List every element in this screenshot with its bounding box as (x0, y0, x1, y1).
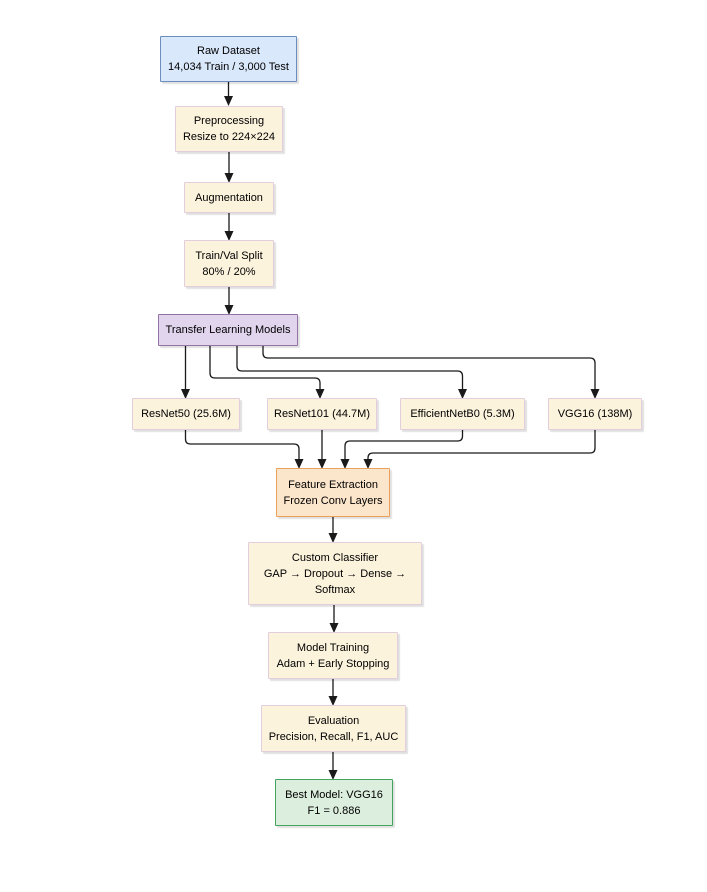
node-title: Raw Dataset (197, 45, 260, 57)
edge-tlm-to-efficientnetb0 (236, 346, 464, 390)
arrowhead (224, 96, 233, 106)
node-preprocessing: Preprocessing Resize to 224×224 (175, 106, 283, 152)
node-title: VGG16 (138M) (557, 408, 633, 420)
edge-tlm-to-resnet101 (209, 346, 321, 390)
node-model-training: Model Training Adam + Early Stopping (268, 632, 398, 679)
node-train-val-split: Train/Val Split 80% / 20% (184, 240, 274, 287)
node-transfer-learning-models: Transfer Learning Models (158, 314, 298, 346)
node-subtitle: 80% / 20% (202, 265, 256, 278)
node-title: Custom Classifier (291, 551, 379, 564)
node-title: Preprocessing (193, 115, 265, 127)
node-subtitle: 14,034 Train / 3,000 Test (168, 61, 289, 73)
node-evaluation: Evaluation Precision, Recall, F1, AUC (261, 705, 406, 752)
node-resnet50: ResNet50 (25.6M) (132, 398, 240, 430)
node-title: Train/Val Split (195, 249, 263, 262)
node-subtitle: Precision, Recall, F1, AUC (268, 730, 399, 743)
node-title: Transfer Learning Models (165, 324, 291, 336)
edge-vgg16-to-fe (367, 430, 596, 460)
node-efficientnetb0: EfficientNetB0 (5.3M) (400, 398, 525, 430)
node-title: ResNet101 (44.7M) (274, 408, 370, 420)
node-subtitle: Resize to 224×224 (182, 131, 276, 143)
edge-tlm-to-vgg16 (262, 346, 596, 390)
node-title: Best Model: VGG16 (285, 788, 383, 801)
node-subtitle: GAP → Dropout → Dense → Softmax (263, 567, 407, 596)
node-feature-extraction: Feature Extraction Frozen Conv Layers (276, 468, 390, 517)
edge-efficientnetb0-to-fe (344, 430, 464, 460)
node-title: Evaluation (307, 714, 360, 727)
node-custom-classifier: Custom Classifier GAP → Dropout → Dense … (248, 542, 422, 605)
node-best-model: Best Model: VGG16 F1 = 0.886 (275, 779, 393, 826)
node-subtitle: Frozen Conv Layers (283, 494, 383, 507)
node-subtitle: F1 = 0.886 (307, 804, 361, 817)
node-augmentation: Augmentation (184, 182, 274, 213)
node-vgg16: VGG16 (138M) (548, 398, 642, 430)
node-title: Augmentation (195, 191, 263, 204)
edge-resnet50-to-fe (184, 430, 300, 460)
node-title: ResNet50 (25.6M) (141, 408, 231, 420)
node-title: EfficientNetB0 (5.3M) (410, 408, 515, 420)
node-resnet101: ResNet101 (44.7M) (267, 398, 377, 430)
node-title: Feature Extraction (288, 478, 378, 491)
node-subtitle: Adam + Early Stopping (276, 657, 390, 670)
node-raw-dataset: Raw Dataset 14,034 Train / 3,000 Test (160, 36, 297, 82)
node-title: Model Training (296, 641, 370, 654)
